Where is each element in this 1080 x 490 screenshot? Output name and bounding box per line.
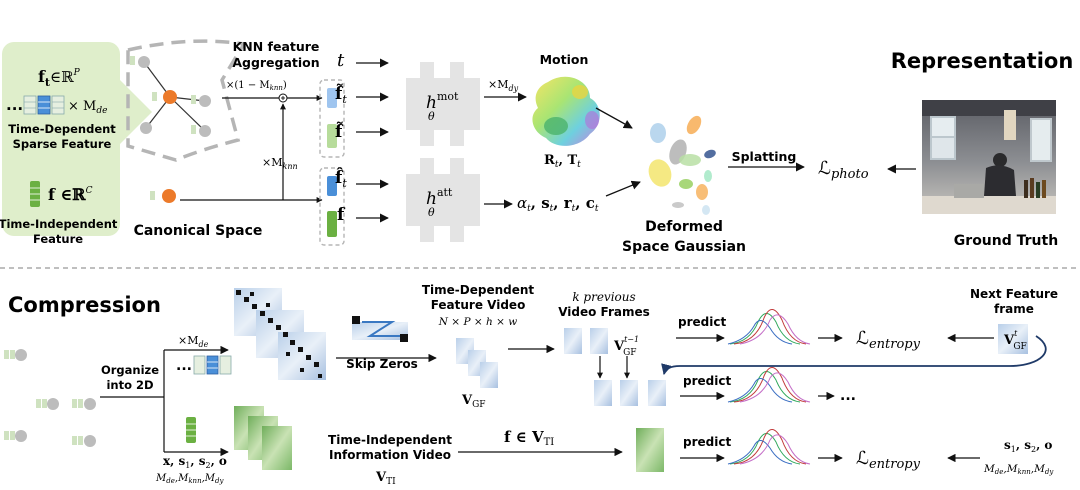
ti-video-frames	[234, 406, 292, 470]
indep-feature-label-1: Time-Independent	[0, 217, 118, 231]
sparse-dots: ...	[6, 96, 23, 114]
mask-list-right: Mde,Mknn,Mdy	[983, 463, 1054, 476]
sparse-feature-label-1: Time-Dependent	[8, 122, 116, 136]
loss-entropy-1: ℒentropy	[856, 328, 921, 352]
organize-label-1: Organize	[101, 363, 159, 377]
knn-weight-a: ×(1 − Mknn)	[226, 80, 287, 92]
predict-label: predict	[678, 315, 726, 329]
mask-list-left: Mde,Mknn,Mdy	[155, 473, 224, 485]
scattered-points	[4, 349, 96, 447]
deformed-label-2: Space Gaussian	[622, 239, 746, 255]
canonical-point	[150, 189, 176, 203]
skip-zeros-icon	[352, 316, 408, 342]
h-att-label: hatt	[426, 186, 453, 209]
canonical-space-label: Canonical Space	[134, 223, 263, 239]
k-prev-label-1: k previous	[572, 290, 635, 304]
sparse-mult: × Mde	[68, 99, 107, 116]
predict-row-1: predict	[676, 309, 843, 345]
input-fhat-t: f̂t	[335, 168, 347, 190]
h-mot-sub: θ	[428, 110, 435, 123]
params-right: s1, s2, o	[1004, 438, 1052, 454]
deformed-label-1: Deformed	[645, 219, 723, 235]
ground-truth-label: Ground Truth	[954, 233, 1058, 249]
indep-feature-cell	[30, 181, 40, 207]
predict-row-3: predict	[680, 429, 843, 465]
representation-heading: Representation	[891, 49, 1074, 73]
organize-label-2: into 2D	[106, 378, 153, 392]
loss-photo: ℒphoto	[818, 158, 869, 182]
arrow-motion-to-gauss	[595, 107, 633, 129]
td-video-frames	[456, 338, 498, 388]
ti-video-label-2: Information Video	[329, 448, 451, 462]
motion-mult: ×Mdy	[488, 78, 519, 93]
td-video-label-1: Time-Dependent	[422, 283, 535, 297]
ti-video-label-1: Time-Independent	[328, 433, 452, 447]
organize-arrows	[100, 345, 229, 457]
td-video-dims: N × P × h × w	[438, 316, 517, 328]
ti-frame	[636, 428, 664, 472]
predict-row-2: predict	[680, 367, 835, 403]
prev-frames	[564, 328, 666, 406]
input-ftilde-t: f̃t	[335, 84, 347, 106]
v-ti-label: VTI	[375, 470, 396, 487]
knn-weight-b: ×Mknn	[262, 156, 298, 171]
predict-label: predict	[683, 435, 731, 449]
next-frame-label-1: Next Feature	[970, 287, 1058, 301]
predict-label: predict	[683, 374, 731, 388]
organize-indep-cell	[186, 417, 196, 443]
knn-graph	[126, 39, 247, 162]
sparse-feature-formula: ft∈ℝP	[38, 67, 81, 89]
h-att-block	[406, 158, 480, 242]
indep-feature-label-2: Feature	[33, 232, 83, 246]
motion-field-image	[532, 76, 600, 146]
motion-output: Rt, Tt	[544, 153, 581, 170]
td-video-label-2: Feature Video	[431, 298, 526, 312]
indep-feature-formula: f ∈ℝC	[48, 185, 93, 204]
feature-columns	[319, 79, 345, 246]
ellipsis-row-2: ...	[840, 388, 856, 404]
sparse-feature-grid	[23, 95, 65, 115]
organize-feature-grid	[193, 355, 232, 375]
arrow-att-to-gauss	[605, 180, 641, 197]
next-frame-label-2: frame	[994, 302, 1034, 316]
deformed-gaussians	[648, 115, 716, 215]
organize-mult: ×Mde	[178, 334, 209, 349]
input-f: f	[337, 205, 346, 225]
sparse-matrix-stack	[234, 288, 326, 380]
k-prev-label-2: Video Frames	[558, 305, 650, 319]
ground-truth-image	[922, 100, 1056, 214]
h-mot-label: hmot	[426, 90, 459, 113]
input-ftilde: f̃	[335, 122, 344, 142]
knn-arrows	[180, 93, 323, 203]
splatting-label: Splatting	[732, 149, 797, 164]
compression-heading: Compression	[8, 293, 161, 317]
loss-entropy-2: ℒentropy	[856, 448, 921, 472]
input-t: t	[337, 50, 345, 71]
h-mot-block	[406, 62, 480, 146]
knn-title-2: Aggregation	[232, 55, 319, 70]
v-gf-label: VGF	[461, 393, 486, 410]
knn-title-1: KNN feature	[233, 39, 320, 54]
params-left: x, s1, s2, o	[163, 454, 227, 470]
next-frame-box	[998, 324, 1028, 354]
sparse-feature-label-2: Sparse Feature	[13, 137, 112, 151]
motion-label: Motion	[540, 52, 589, 67]
organize-dots: ...	[176, 358, 192, 374]
skip-zeros-label: Skip Zeros	[346, 357, 418, 371]
att-output: αt, st, rt, ct	[517, 194, 599, 214]
f-in-vti: f ∈ VTI	[504, 428, 554, 448]
h-att-sub: θ	[428, 206, 435, 219]
arrow-next-frame-loop	[661, 335, 1047, 376]
